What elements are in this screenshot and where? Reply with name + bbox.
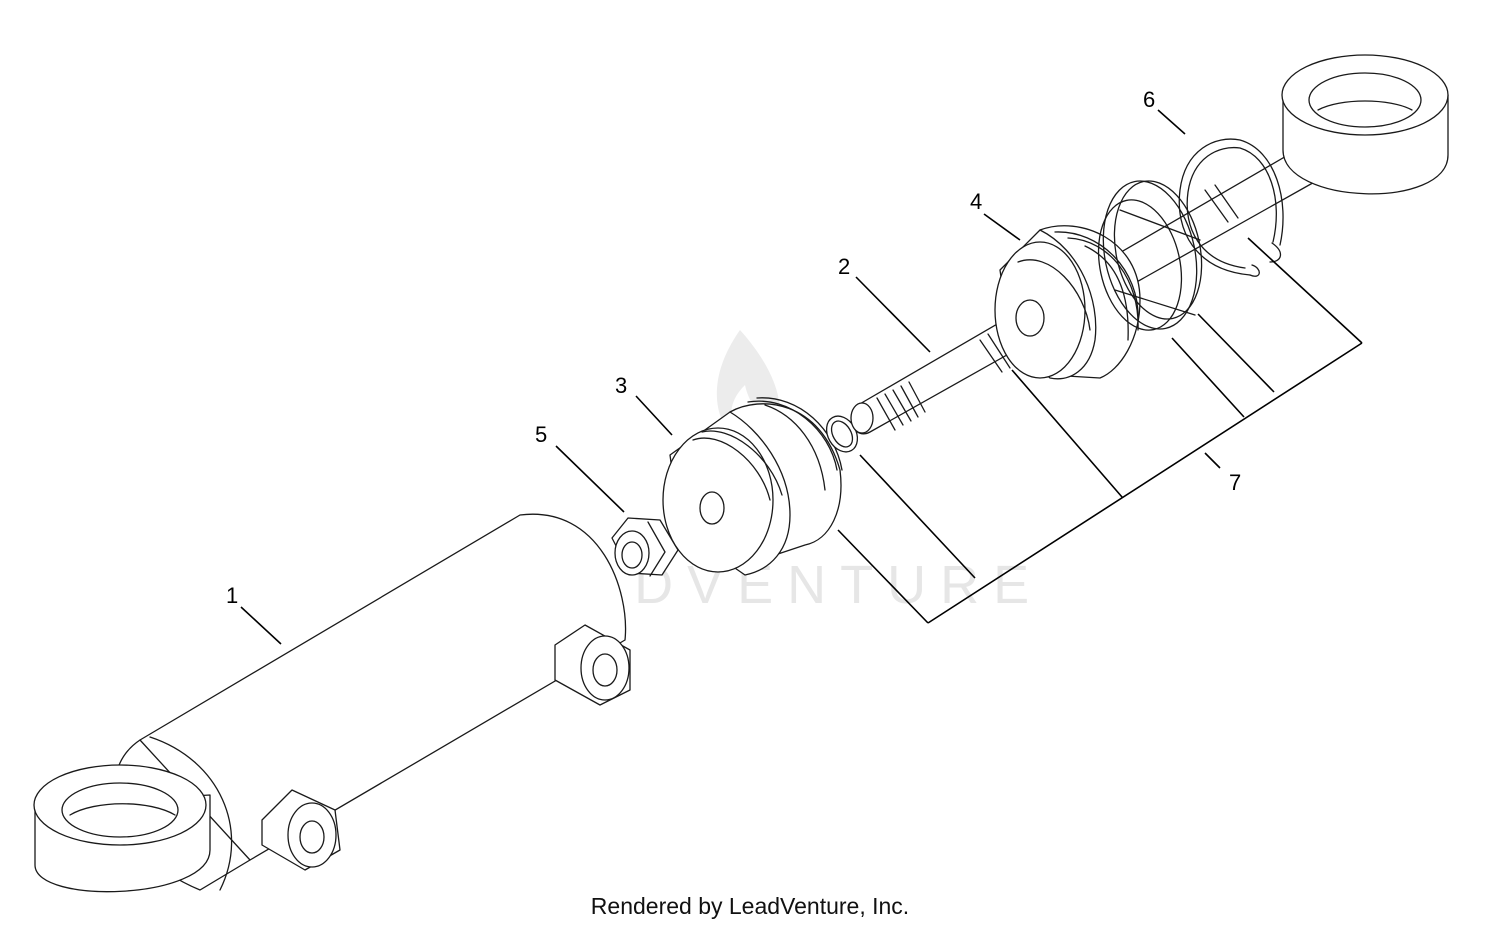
callout-4: 4 bbox=[970, 189, 982, 214]
leader-5 bbox=[556, 446, 624, 512]
part-4-piston bbox=[995, 226, 1140, 379]
leader-6 bbox=[1158, 110, 1185, 134]
leader-2 bbox=[856, 277, 930, 352]
leader-1 bbox=[241, 607, 281, 644]
callout-6: 6 bbox=[1143, 87, 1155, 112]
part-7-seal-kit-rings bbox=[1087, 172, 1213, 338]
callout-1: 1 bbox=[226, 583, 238, 608]
part-5-hex-nut bbox=[612, 518, 678, 576]
callouts: 1 2 3 4 5 6 7 bbox=[226, 87, 1241, 608]
part-6-retaining-ring bbox=[1179, 139, 1283, 276]
credit-text: Rendered by LeadVenture, Inc. bbox=[590, 893, 910, 919]
part-1-cylinder-barrel bbox=[34, 514, 630, 891]
leader-7-bracket bbox=[838, 238, 1362, 623]
leader-3 bbox=[636, 396, 672, 435]
callout-3: 3 bbox=[615, 373, 627, 398]
leader-4 bbox=[984, 214, 1020, 240]
callout-2: 2 bbox=[838, 254, 850, 279]
part-3-gland bbox=[663, 398, 842, 575]
rod-eye bbox=[1282, 55, 1448, 194]
callout-7: 7 bbox=[1229, 470, 1241, 495]
callout-5: 5 bbox=[535, 422, 547, 447]
leader-lines bbox=[241, 110, 1362, 644]
